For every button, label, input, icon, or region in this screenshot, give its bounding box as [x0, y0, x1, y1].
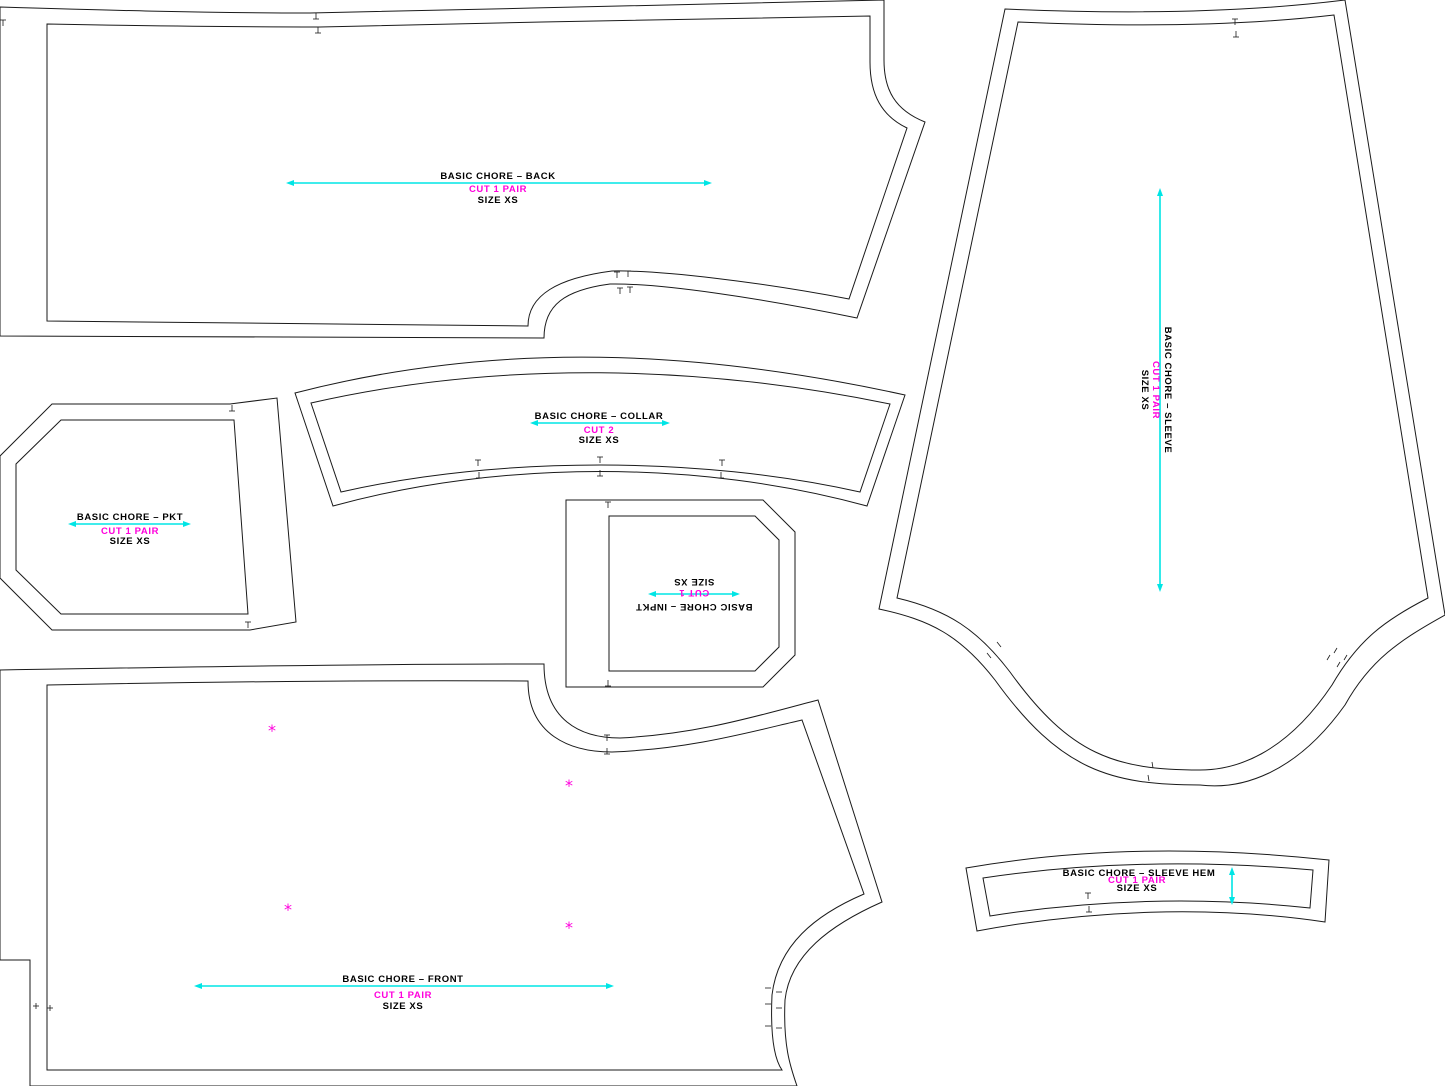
piece-sleeve[interactable]: BASIC CHORE – SLEEVE CUT 1 PAIR SIZE XS — [878, 0, 1445, 787]
pkt-cut-outline — [15, 419, 249, 615]
front-cut-instruction: CUT 1 PAIR — [374, 990, 432, 1001]
piece-inpkt[interactable]: BASIC CHORE – INPKT CUT 1 SIZE XS — [565, 499, 796, 688]
sleeve-hem-cut-instruction: CUT 1 PAIR — [1108, 875, 1166, 886]
back-size: SIZE XS — [478, 195, 519, 206]
inpkt-size: SIZE XS — [674, 576, 715, 587]
back-cut-outline — [46, 15, 908, 327]
button-marker: * — [268, 721, 276, 740]
front-notches — [33, 734, 782, 1029]
collar-title: BASIC CHORE – COLLAR — [535, 411, 664, 422]
collar-cut-outline — [310, 372, 891, 493]
front-size: SIZE XS — [383, 1001, 424, 1012]
piece-back[interactable]: BASIC CHORE – BACK CUT 1 PAIR SIZE XS — [0, 0, 926, 339]
piece-collar[interactable]: BASIC CHORE – COLLAR CUT 2 SIZE XS — [294, 356, 906, 507]
sleeve-notches — [986, 18, 1348, 782]
sleeve-hem-size: SIZE XS — [1117, 883, 1158, 894]
inpkt-notches — [605, 501, 611, 687]
sleeve-cut-instruction: CUT 1 PAIR — [1150, 361, 1161, 419]
back-title: BASIC CHORE – BACK — [440, 171, 555, 182]
sleeve-hem-seam-outline — [965, 850, 1330, 932]
front-seam-outline — [0, 663, 883, 1086]
front-cut-outline — [46, 680, 865, 1071]
collar-size: SIZE XS — [579, 435, 620, 446]
front-title: BASIC CHORE – FRONT — [342, 974, 463, 985]
button-marker: * — [565, 776, 573, 795]
pkt-seam-outline — [0, 397, 297, 631]
sleeve-seam-outline — [878, 0, 1445, 787]
collar-cut-instruction: CUT 2 — [584, 425, 614, 436]
button-marker: * — [284, 900, 292, 919]
pkt-cut-instruction: CUT 1 PAIR — [101, 526, 159, 537]
collar-notches — [475, 456, 725, 479]
piece-pkt[interactable]: BASIC CHORE – PKT CUT 1 PAIR SIZE XS — [0, 397, 297, 631]
button-marker: * — [565, 918, 573, 937]
back-seam-outline — [0, 0, 926, 339]
sleeve-size: SIZE XS — [1139, 370, 1150, 411]
pkt-title: BASIC CHORE – PKT — [77, 512, 183, 523]
sleeve-cut-outline — [896, 14, 1429, 771]
sleeve-hem-cut-outline — [982, 863, 1314, 917]
sleeve-hem-notches — [1085, 892, 1092, 913]
pkt-size: SIZE XS — [110, 536, 151, 547]
inpkt-cut-instruction: CUT 1 — [679, 587, 710, 598]
piece-front[interactable]: * * * * BASIC CHORE – FRONT CUT 1 PAIR S… — [0, 663, 883, 1086]
front-button-markers: * * * * — [268, 721, 573, 937]
back-notches — [0, 13, 633, 294]
collar-seam-outline — [294, 356, 906, 507]
sleeve-title: BASIC CHORE – SLEEVE — [1162, 327, 1173, 454]
inpkt-cut-outline — [608, 515, 780, 672]
piece-sleeve-hem[interactable]: BASIC CHORE – SLEEVE HEM CUT 1 PAIR SIZE… — [965, 850, 1330, 932]
pkt-notches — [229, 405, 251, 628]
back-cut-instruction: CUT 1 PAIR — [469, 184, 527, 195]
inpkt-title: BASIC CHORE – INPKT — [636, 601, 753, 612]
sleeve-hem-title: BASIC CHORE – SLEEVE HEM — [1063, 868, 1216, 879]
